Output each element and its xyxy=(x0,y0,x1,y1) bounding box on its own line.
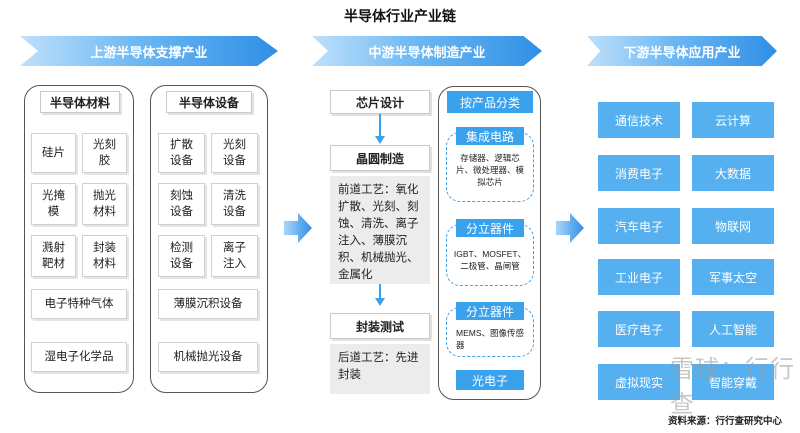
discrete-desc-1: IGBT、MOSFET、二极管、晶闸管 xyxy=(453,249,527,271)
app-box: 军事太空 xyxy=(692,259,774,295)
flow-arrow-icon xyxy=(284,213,312,243)
material-cell: 溅射 靶材 xyxy=(31,235,76,277)
app-box: 物联网 xyxy=(692,208,774,244)
app-box: 通信技术 xyxy=(598,102,680,138)
app-box: 虚拟现实 xyxy=(598,364,680,400)
equipment-cell: 扩散 设备 xyxy=(158,133,205,173)
app-box: 医疗电子 xyxy=(598,311,680,347)
watermark-text: 雪球：行行查 xyxy=(670,356,795,418)
material-cell: 抛光 材料 xyxy=(82,183,127,225)
midstream-stage-banner: 中游半导体制造产业 xyxy=(312,36,542,66)
app-box: 大数据 xyxy=(692,155,774,191)
material-cell: 封装 材料 xyxy=(82,235,127,277)
page-title: 半导体行业产业链 xyxy=(344,8,456,24)
material-cell: 光掩 模 xyxy=(31,183,76,225)
equipment-wide-cell: 薄膜沉积设备 xyxy=(158,289,258,319)
chip-design-box: 芯片设计 xyxy=(330,90,430,114)
opto-box: 光电子 xyxy=(456,370,524,390)
equipment-cell: 清洗 设备 xyxy=(211,183,258,225)
app-box: 智能穿戴 xyxy=(692,364,774,400)
back-process-desc: 后道工艺：先进封装 xyxy=(330,344,430,394)
equipment-cell: 刻蚀 设备 xyxy=(158,183,205,225)
by-product-header: 按产品分类 xyxy=(447,91,533,113)
equipment-header: 半导体设备 xyxy=(166,91,252,113)
app-box: 工业电子 xyxy=(598,259,680,295)
material-cell: 硅片 xyxy=(31,133,76,173)
upstream-stage-banner: 上游半导体支撑产业 xyxy=(20,36,278,66)
down-arrow-icon xyxy=(375,136,385,144)
wafer-mfg-box: 晶圆制造 xyxy=(330,145,430,171)
materials-header: 半导体材料 xyxy=(40,91,120,113)
front-process-desc: 前道工艺：氧化扩散、光刻、刻蚀、清洗、离子注入、薄膜沉积、机械抛光、金属化 xyxy=(330,176,430,284)
equipment-cell: 光刻 设备 xyxy=(211,133,258,173)
ic-label: 集成电路 xyxy=(456,127,524,145)
ic-desc: 存储器、逻辑芯片、微处理器、模拟芯片 xyxy=(455,153,524,187)
equipment-cell: 离子 注入 xyxy=(211,235,258,277)
discrete-label-1: 分立器件 xyxy=(456,219,524,237)
material-wide-cell: 湿电子化学品 xyxy=(31,342,127,372)
connector-line xyxy=(379,284,381,302)
material-cell: 光刻 胶 xyxy=(82,133,127,173)
packaging-test-box: 封装测试 xyxy=(330,313,430,339)
app-box: 汽车电子 xyxy=(598,208,680,244)
app-box: 人工智能 xyxy=(692,311,774,347)
connector-line xyxy=(379,114,381,142)
source-note: 资料来源：行行查研究中心 xyxy=(667,416,782,427)
equipment-wide-cell: 机械抛光设备 xyxy=(158,342,258,372)
equipment-cell: 检测 设备 xyxy=(158,235,205,277)
material-wide-cell: 电子特种气体 xyxy=(31,289,127,319)
app-box: 消费电子 xyxy=(598,155,680,191)
discrete-desc-2: MEMS、图像传感器 xyxy=(456,328,525,350)
downstream-stage-banner: 下游半导体应用产业 xyxy=(587,36,777,66)
app-box: 云计算 xyxy=(692,102,774,138)
down-arrow-icon xyxy=(375,298,385,306)
flow-arrow-icon xyxy=(556,213,584,243)
discrete-label-2: 分立器件 xyxy=(456,302,524,320)
